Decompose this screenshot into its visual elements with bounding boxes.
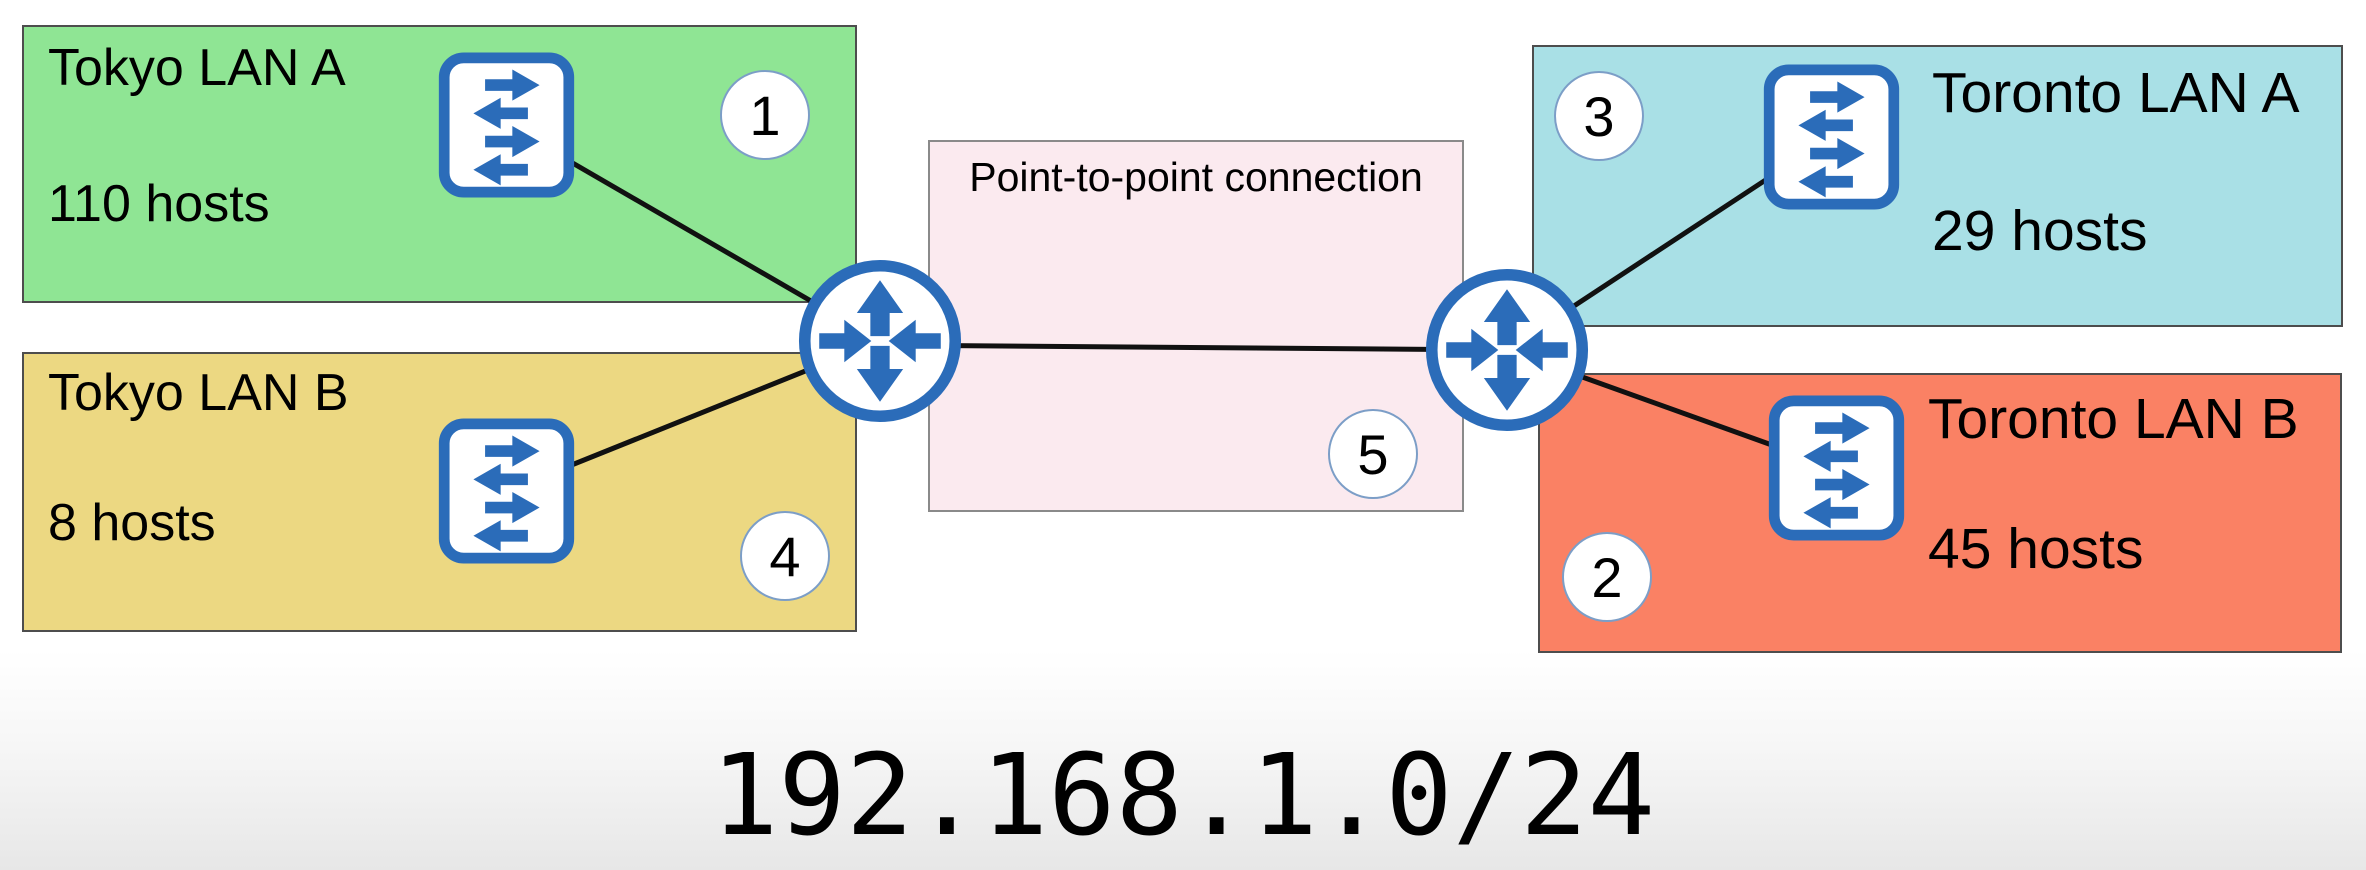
point-to-point-box: Point-to-point connection — [928, 140, 1464, 512]
lan-name: Toronto LAN A — [1932, 61, 2300, 125]
lan-box-toronto-b: Toronto LAN B 45 hosts — [1538, 373, 2342, 653]
host-count: 110 hosts — [48, 175, 270, 233]
point-to-point-label: Point-to-point connection — [969, 154, 1423, 200]
host-count: 29 hosts — [1932, 199, 2148, 263]
lan-name: Toronto LAN B — [1928, 387, 2299, 451]
router-icon-right — [1425, 268, 1589, 432]
host-count: 45 hosts — [1928, 517, 2144, 581]
lan-name: Tokyo LAN A — [48, 39, 346, 97]
lan-switch-icon-tokyo-b — [438, 418, 575, 564]
lan-switch-icon-toronto-b — [1768, 395, 1905, 541]
background-gradient — [0, 650, 2366, 870]
badge-point-to-point: 5 — [1328, 409, 1418, 499]
wire-router-router — [879, 342, 1508, 353]
lan-switch-icon-tokyo-a — [438, 52, 575, 198]
badge-tokyo-lan-b: 4 — [740, 511, 830, 601]
badge-tokyo-lan-a: 1 — [720, 70, 810, 160]
lan-box-toronto-a: Toronto LAN A 29 hosts — [1532, 45, 2343, 327]
host-count: 8 hosts — [48, 494, 216, 552]
network-address: 192.168.1.0/24 — [710, 731, 1655, 861]
router-icon-left — [798, 259, 962, 423]
lan-switch-icon-toronto-a — [1763, 64, 1900, 210]
lan-name: Tokyo LAN B — [48, 364, 349, 422]
badge-toronto-lan-a: 3 — [1554, 71, 1644, 161]
badge-toronto-lan-b: 2 — [1562, 532, 1652, 622]
